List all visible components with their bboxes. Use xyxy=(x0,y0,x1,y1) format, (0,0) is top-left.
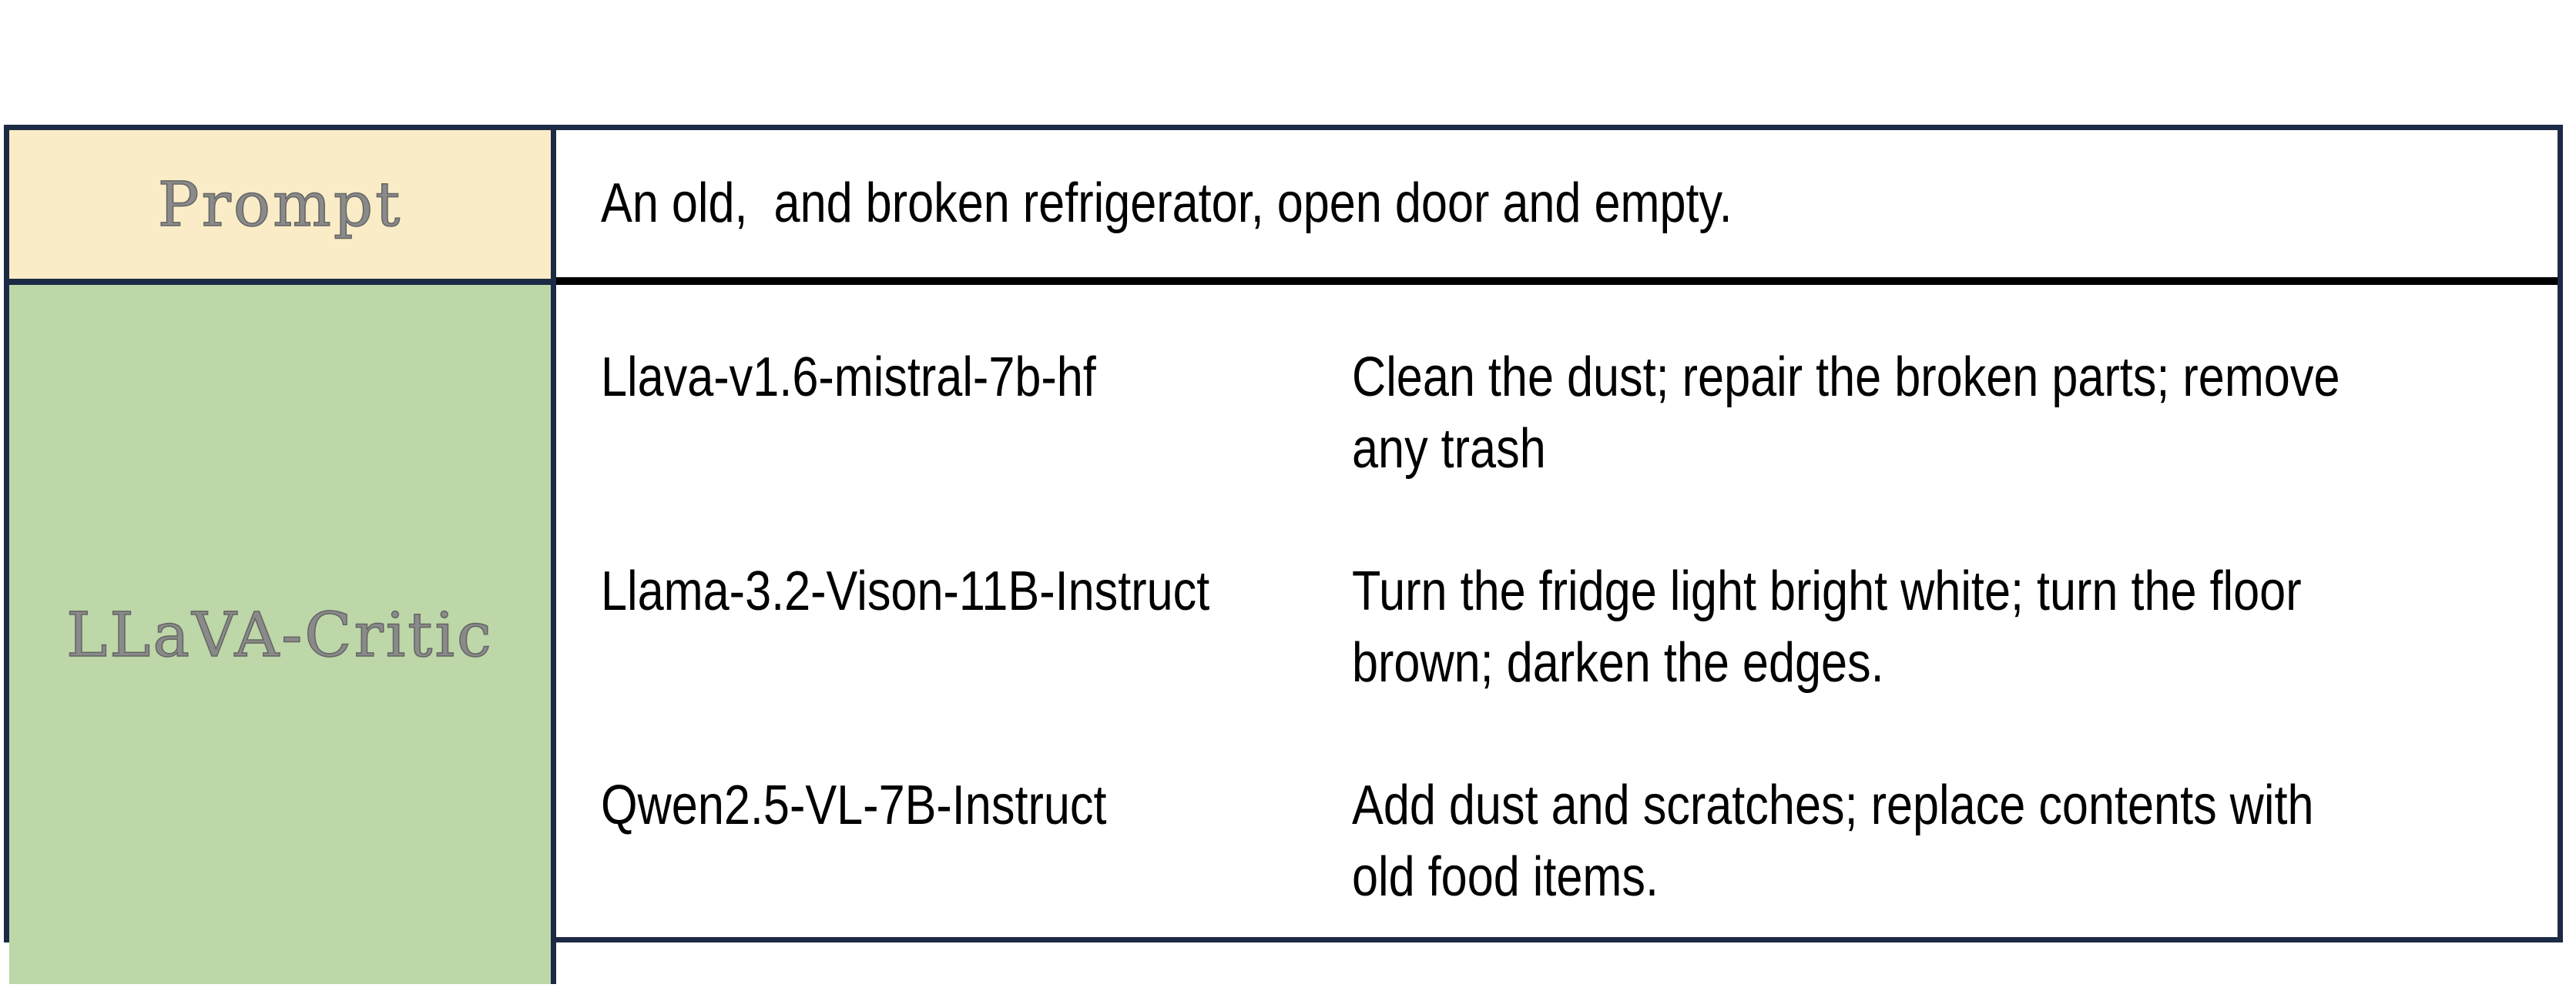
critic-comparison-table: Prompt An old, and broken refrigerator, … xyxy=(4,125,2563,984)
model-name-text: Llama-3.2-Vison-11B-Instruct xyxy=(601,561,1210,622)
model-name: Llava-v1.6-mistral-7b-hf xyxy=(601,342,1352,413)
model-name-text: Llava-v1.6-mistral-7b-hf xyxy=(601,346,1096,408)
prompt-text: An old, and broken refrigerator, open do… xyxy=(601,172,1732,234)
critic-header-cell: LLaVA-Critic xyxy=(9,285,556,984)
suggestion: Turn the fridge light bright white; turn… xyxy=(1352,556,2534,699)
model-name: Qwen2.5-VL-7B-Instruct xyxy=(601,770,1352,842)
suggestion-line: Turn the fridge light bright white; turn… xyxy=(1352,561,2302,622)
prompt-header-cell: Prompt xyxy=(9,130,556,285)
suggestion-line: any trash xyxy=(1352,418,1546,480)
critique-row: Llava-v1.6-mistral-7b-hf Clean the dust;… xyxy=(601,342,2534,485)
critic-content-cell: Llava-v1.6-mistral-7b-hf Clean the dust;… xyxy=(556,285,2558,984)
suggestion-line: Add dust and scratches; replace contents… xyxy=(1352,775,2314,836)
critique-row: Llama-3.2-Vison-11B-Instruct Turn the fr… xyxy=(601,556,2534,699)
critique-row: Qwen2.5-VL-7B-Instruct Add dust and scra… xyxy=(601,770,2534,913)
suggestion-line: Clean the dust; repair the broken parts;… xyxy=(1352,346,2340,408)
prompt-label: Prompt xyxy=(157,168,403,241)
model-name-text: Qwen2.5-VL-7B-Instruct xyxy=(601,775,1107,836)
model-name: Llama-3.2-Vison-11B-Instruct xyxy=(601,556,1352,628)
suggestion-line: old food items. xyxy=(1352,846,1659,908)
suggestion: Clean the dust; repair the broken parts;… xyxy=(1352,342,2534,485)
suggestion: Add dust and scratches; replace contents… xyxy=(1352,770,2534,913)
critic-label: LLaVA-Critic xyxy=(65,598,494,671)
prompt-text-cell: An old, and broken refrigerator, open do… xyxy=(556,130,2558,285)
suggestion-line: brown; darken the edges. xyxy=(1352,632,1884,694)
